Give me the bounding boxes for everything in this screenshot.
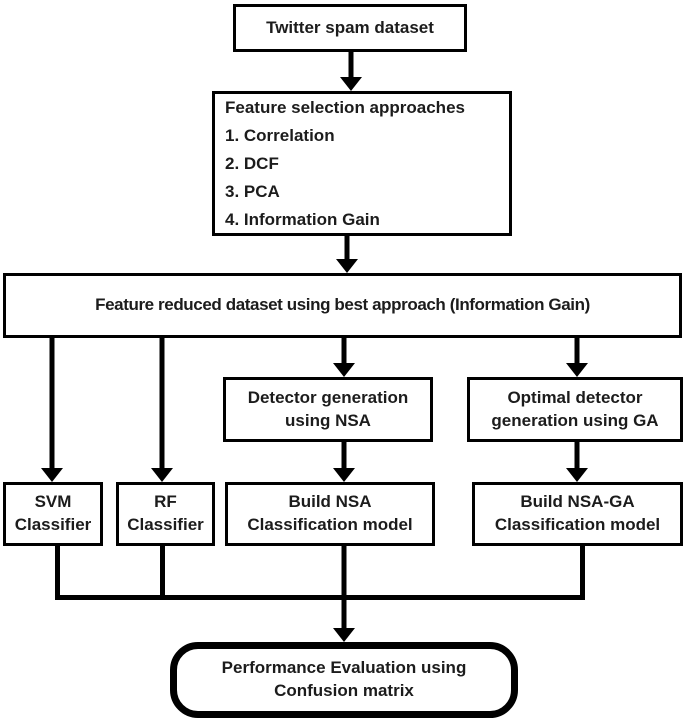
- arrowhead-down-icon: [151, 468, 173, 482]
- node-svm-classifier: SVM Classifier: [3, 482, 103, 546]
- feature-selection-item: 4. Information Gain: [225, 209, 380, 229]
- node-feature-reduced-dataset: Feature reduced dataset using best appro…: [3, 273, 682, 338]
- node-build-nsa-ga-model: Build NSA-GA Classification model: [472, 482, 683, 546]
- arrowhead-down-icon: [566, 468, 588, 482]
- arrow-shaft: [574, 338, 580, 367]
- connector-merge-horizontal: [55, 595, 585, 600]
- arrow-shaft: [344, 236, 350, 263]
- arrow-nsa-detector-to-build-nsa: [333, 442, 355, 482]
- connector-rf-drop: [160, 546, 165, 600]
- node-optimal-detector-generation-ga: Optimal detector generation using GA: [467, 377, 683, 442]
- arrowhead-down-icon: [336, 259, 358, 273]
- node-detector-generation-nsa: Detector generation using NSA: [223, 377, 433, 442]
- feature-selection-item: 3. PCA: [225, 181, 280, 201]
- arrow-reduced-to-nsa-detector: [333, 338, 355, 377]
- arrow-feature-selection-to-reduced: [336, 236, 358, 273]
- arrowhead-down-icon: [333, 628, 355, 642]
- arrow-reduced-to-rf: [151, 338, 173, 482]
- node-performance-evaluation: Performance Evaluation using Confusion m…: [170, 642, 518, 718]
- arrow-shaft: [49, 338, 55, 472]
- connector-nsa-ga-drop: [580, 546, 585, 600]
- arrow-shaft: [574, 442, 580, 472]
- arrowhead-down-icon: [41, 468, 63, 482]
- arrow-ga-detector-to-build-nsa-ga: [566, 442, 588, 482]
- arrowhead-down-icon: [566, 363, 588, 377]
- feature-selection-title: Feature selection approaches: [225, 97, 465, 117]
- node-feature-selection-approaches: Feature selection approaches 1. Correlat…: [212, 91, 512, 236]
- node-rf-classifier: RF Classifier: [116, 482, 215, 546]
- feature-selection-item: 2. DCF: [225, 153, 279, 173]
- feature-selection-item: 1. Correlation: [225, 125, 335, 145]
- node-build-nsa-model: Build NSA Classification model: [225, 482, 435, 546]
- arrowhead-down-icon: [333, 468, 355, 482]
- arrow-merge-to-performance: [333, 546, 355, 642]
- arrowhead-down-icon: [333, 363, 355, 377]
- arrow-shaft: [341, 442, 347, 472]
- arrow-reduced-to-svm: [41, 338, 63, 482]
- connector-svm-drop: [55, 546, 60, 600]
- arrow-dataset-to-feature-selection: [340, 52, 362, 91]
- arrow-shaft: [348, 52, 354, 81]
- node-twitter-spam-dataset: Twitter spam dataset: [233, 4, 467, 52]
- arrow-shaft: [341, 546, 347, 632]
- arrow-shaft: [159, 338, 165, 472]
- arrow-shaft: [341, 338, 347, 367]
- arrowhead-down-icon: [340, 77, 362, 91]
- arrow-reduced-to-ga-detector: [566, 338, 588, 377]
